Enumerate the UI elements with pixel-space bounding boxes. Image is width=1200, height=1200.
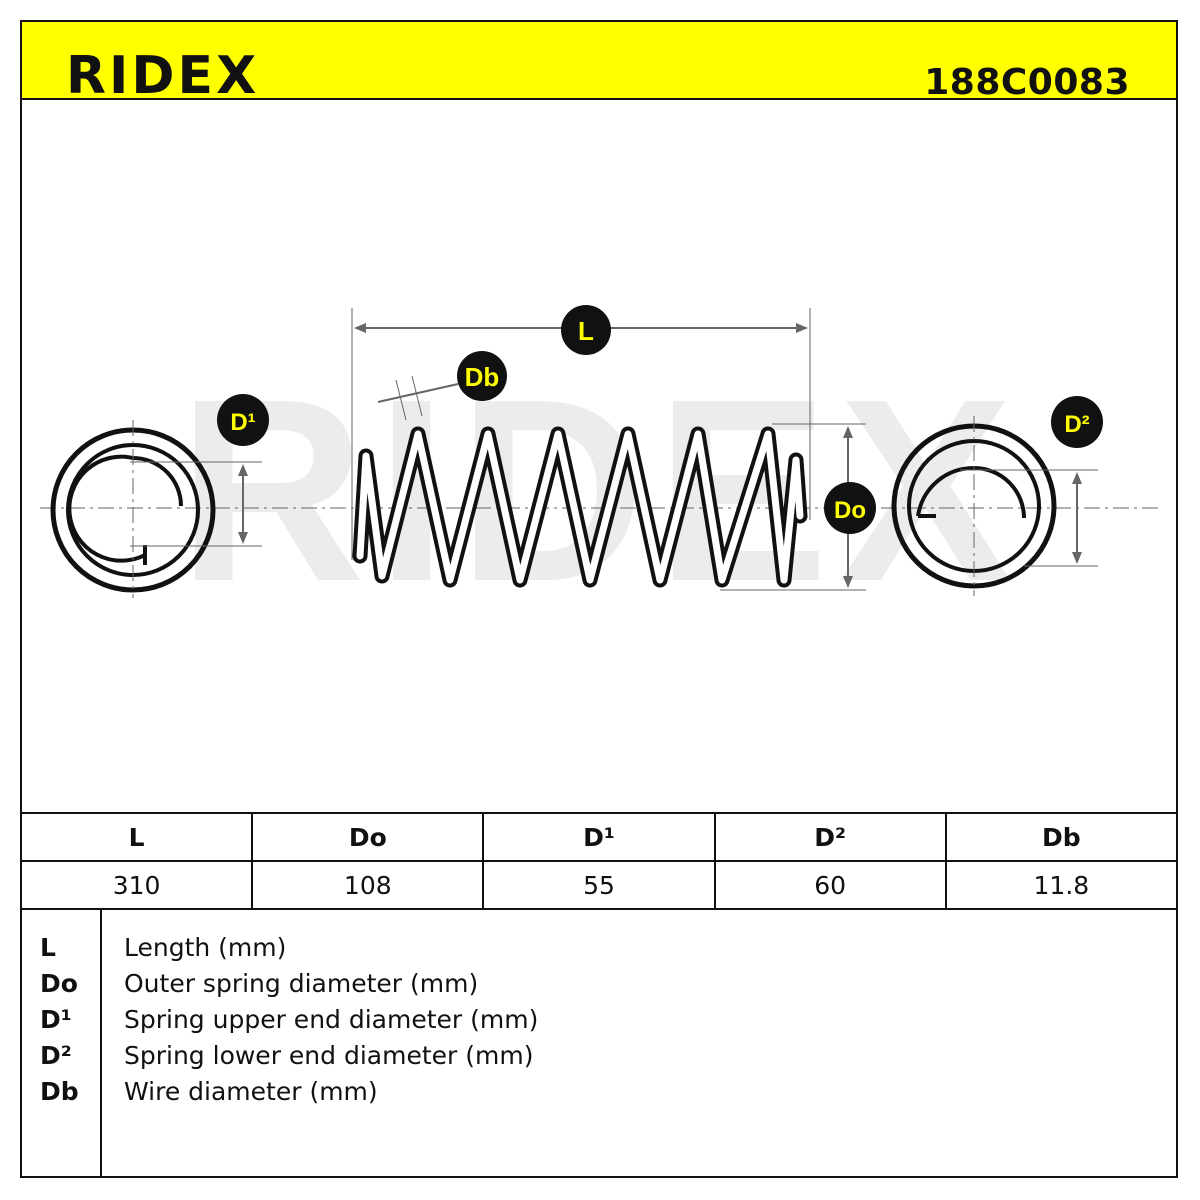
table-header-cell: L — [19, 812, 254, 862]
dimension-table: L Do D¹ D² Db 310 108 55 60 11.8 — [19, 812, 1179, 910]
legend-symbol: L — [40, 933, 56, 962]
upper-end-view — [50, 420, 262, 598]
brand-logo: RIDEX — [66, 46, 260, 106]
label-Do: Do — [834, 497, 866, 524]
spring-diagram: RIDEX L Db — [40, 305, 1160, 636]
header-bar: RIDEX 188C0083 — [20, 20, 1178, 106]
legend: L Length (mm) Do Outer spring diameter (… — [20, 908, 1178, 1178]
outer-diameter-dimension: Do — [720, 423, 876, 591]
legend-symbol: D¹ — [40, 1005, 72, 1034]
lower-end-view: D² — [891, 396, 1103, 596]
legend-description: Length (mm) — [124, 933, 287, 962]
legend-description: Spring lower end diameter (mm) — [124, 1041, 534, 1070]
legend-symbol: Do — [40, 969, 78, 998]
part-number: 188C0083 — [924, 62, 1130, 103]
table-cell: 108 — [251, 860, 485, 910]
table-cell: 60 — [713, 860, 947, 910]
label-Db: Db — [465, 362, 500, 392]
table-header-cell: D¹ — [482, 812, 716, 862]
length-dimension: L — [351, 305, 811, 560]
table-header-row: L Do D¹ D² Db — [19, 812, 1179, 862]
table-header-cell: Do — [251, 812, 485, 862]
label-D2: D² — [1064, 411, 1089, 438]
legend-symbol: D² — [40, 1041, 72, 1070]
legend-description: Wire diameter (mm) — [124, 1077, 378, 1106]
table-header-cell: D² — [713, 812, 947, 862]
label-D1: D¹ — [230, 409, 255, 436]
table-header-cell: Db — [944, 812, 1179, 862]
label-L: L — [578, 316, 594, 346]
legend-divider — [100, 910, 102, 1178]
legend-description: Outer spring diameter (mm) — [124, 969, 479, 998]
table-row: 310 108 55 60 11.8 — [19, 860, 1179, 910]
table-cell: 11.8 — [944, 860, 1179, 910]
watermark: RIDEX — [178, 346, 1023, 636]
table-cell: 55 — [482, 860, 716, 910]
wire-diameter-dimension: Db — [377, 351, 507, 421]
legend-description: Spring upper end diameter (mm) — [124, 1005, 539, 1034]
legend-symbol: Db — [40, 1077, 79, 1106]
upper-end-diameter-label: D¹ — [217, 394, 269, 446]
table-cell: 310 — [19, 860, 254, 910]
